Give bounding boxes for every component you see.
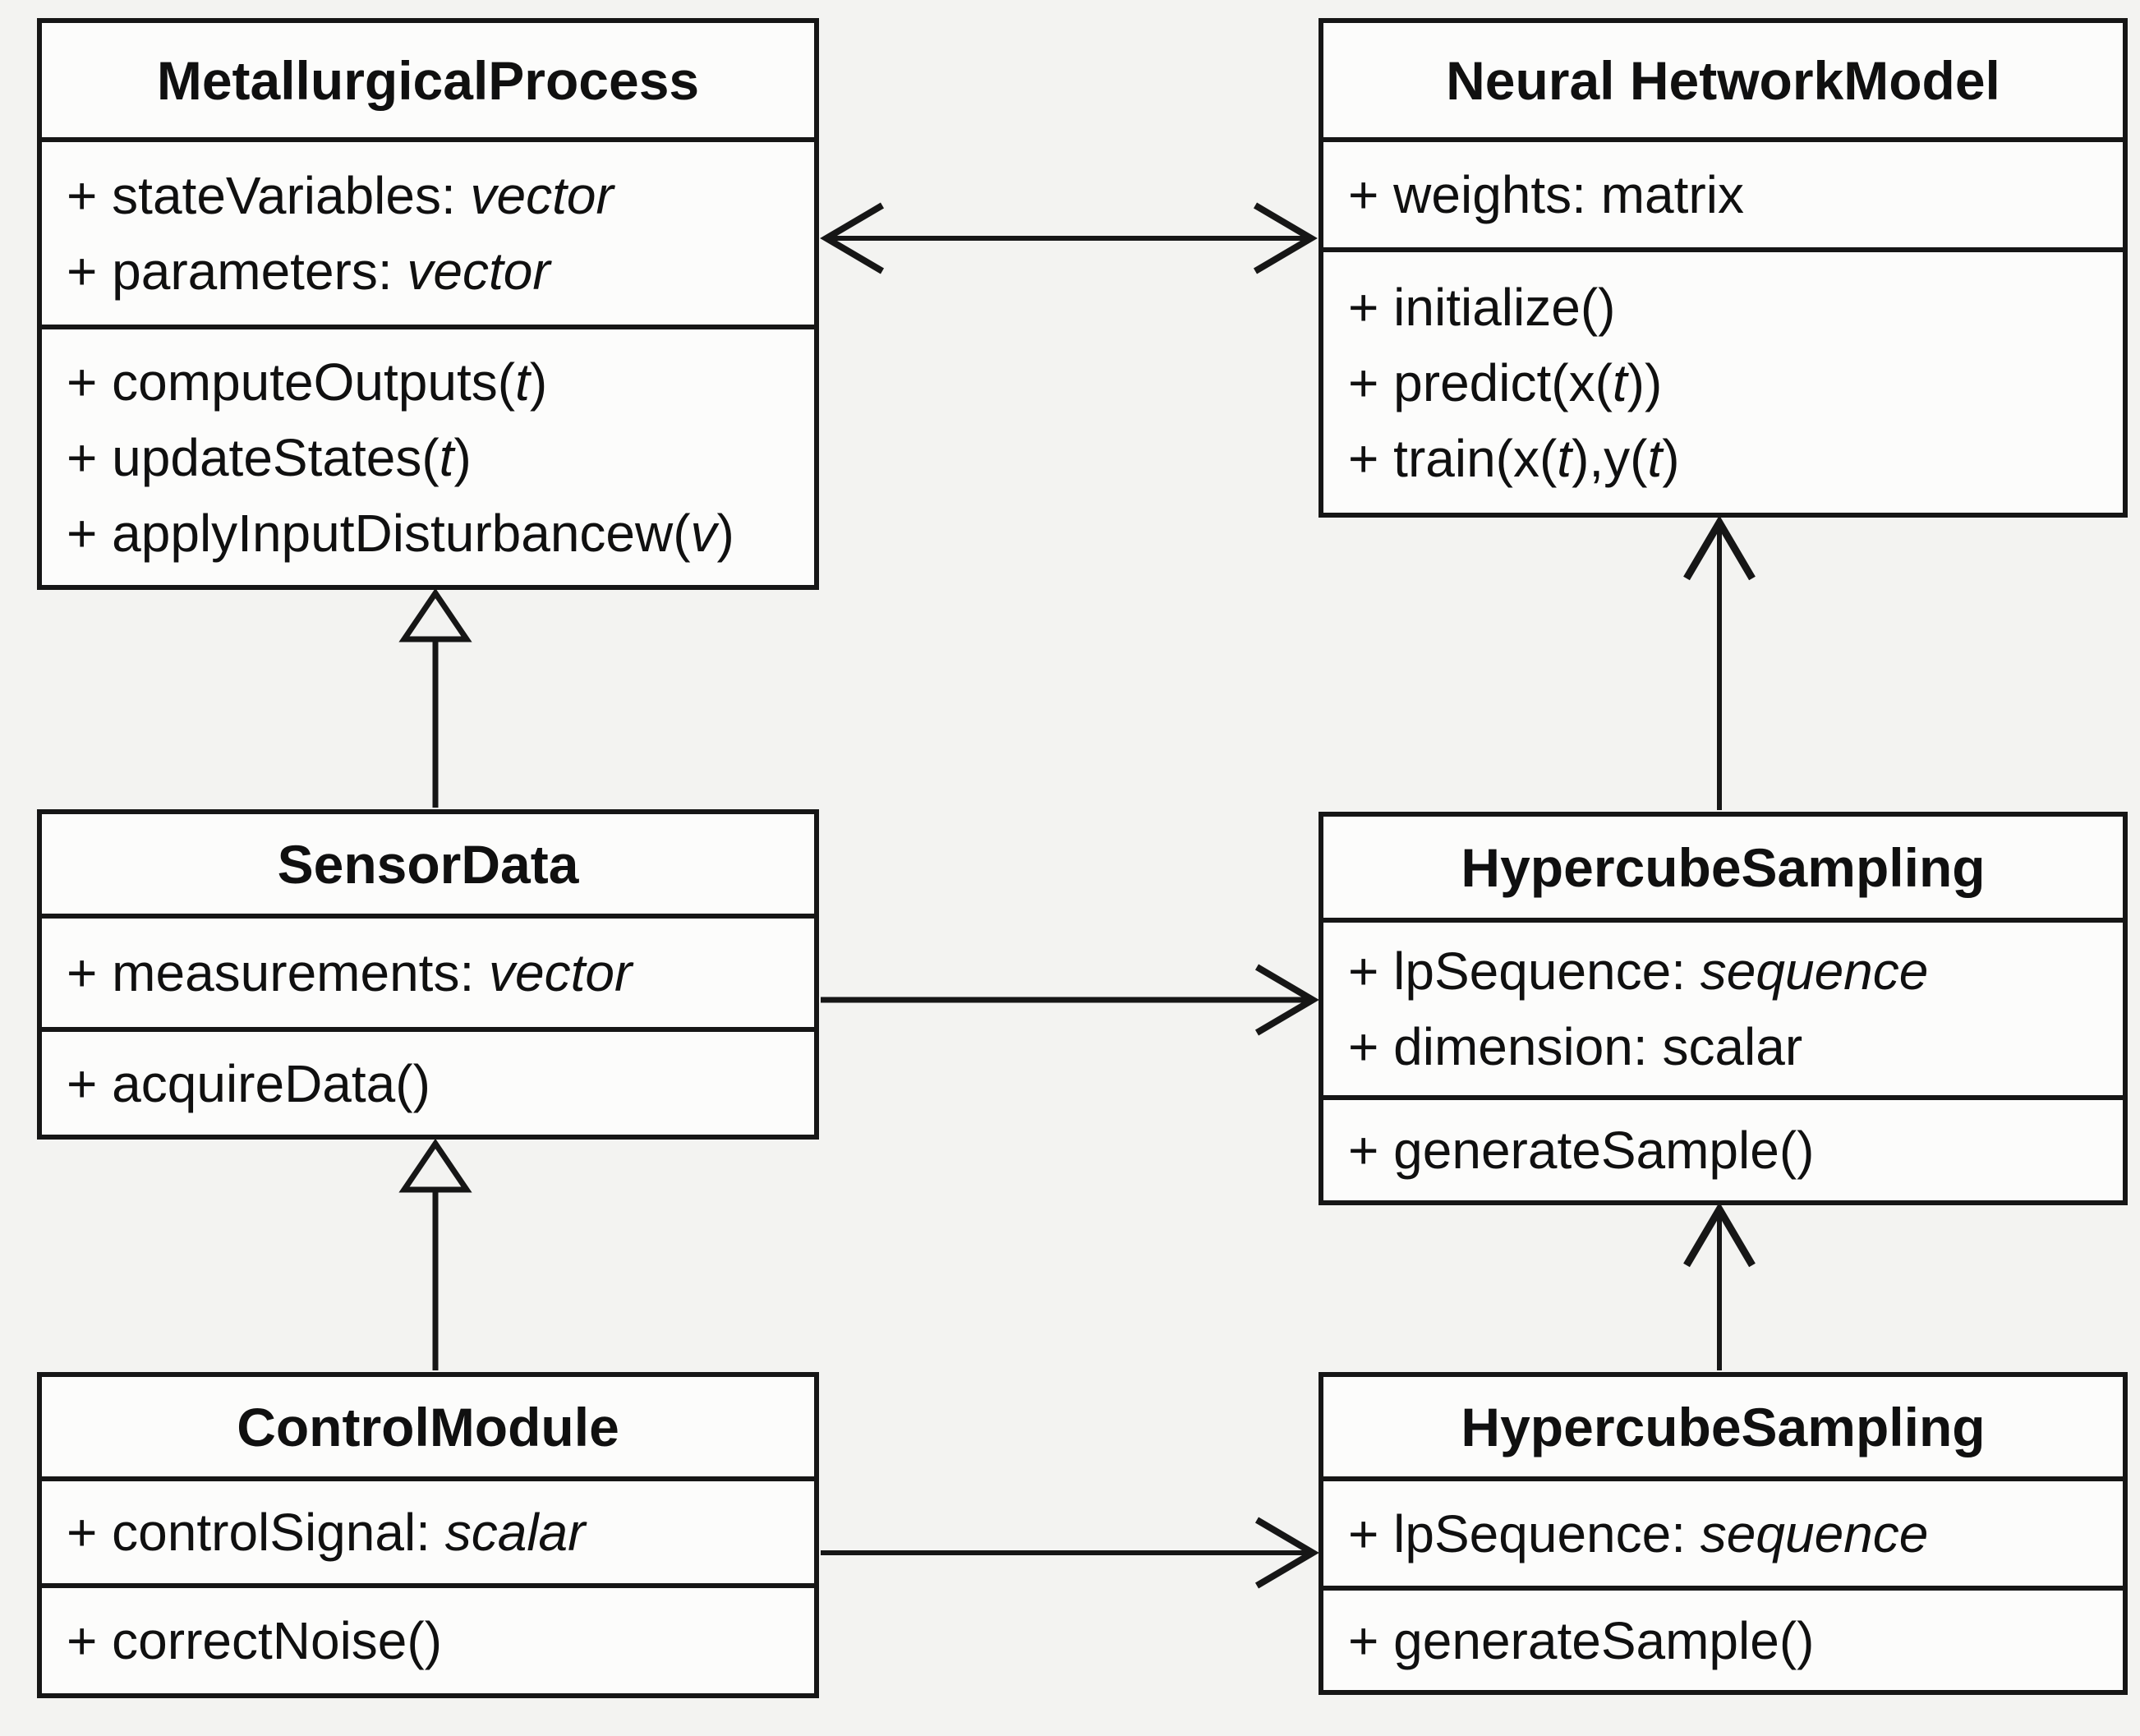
class-box-control-module: ControlModule + controlSignal: scalar + … (37, 1372, 819, 1698)
class-box-neural-network-model: Neural HetworkModel + weights: matrix + … (1319, 18, 2128, 518)
attributes-section: + controlSignal: scalar (42, 1476, 814, 1583)
method-line: + train(x(t),y(t) (1348, 428, 1680, 488)
attribute-line: + dimension: scalar (1348, 1017, 1803, 1076)
class-box-hypercube-sampling-middle: HypercubeSampling + lpSequence: sequence… (1319, 812, 2128, 1205)
association-arrow-sensordata-to-hypercubesampling (821, 964, 1319, 1036)
methods-section: + generateSample() (1323, 1095, 2123, 1200)
class-title-hypercube-sampling-bottom: HypercubeSampling (1461, 1396, 1986, 1457)
attributes-section: + weights: matrix (1323, 137, 2123, 247)
association-arrow-hypercubesampling-to-neuralnetworkmodel (1683, 515, 1756, 810)
generalization-arrow-controlmodule-to-sensordata (398, 1138, 472, 1370)
class-title-metallurgical-process: MetallurgicalProcess (156, 49, 700, 111)
methods-section: + acquireData() (42, 1027, 814, 1135)
class-box-metallurgical-process: MetallurgicalProcess + stateVariables: v… (37, 18, 819, 590)
class-box-sensor-data: SensorData + measurements: vector + acqu… (37, 809, 819, 1140)
methods-section: + initialize() + predict(x(t)) + train(x… (1323, 247, 2123, 513)
class-box-hypercube-sampling-bottom: HypercubeSampling + lpSequence: sequence… (1319, 1372, 2128, 1695)
attributes-section: + lpSequence: sequence + dimension: scal… (1323, 918, 2123, 1095)
attribute-line: + measurements: vector (67, 943, 633, 1002)
association-arrow-controlmodule-to-hypercubesampling-bottom (821, 1517, 1319, 1589)
attribute-line: + controlSignal: scalar (67, 1503, 586, 1562)
attributes-section: + stateVariables: vector + parameters: v… (42, 137, 814, 325)
attribute-line: + parameters: vector (67, 242, 550, 301)
methods-section: + generateSample() (1323, 1586, 2123, 1690)
method-line: + generateSample() (1348, 1121, 1815, 1180)
class-title-sensor-data: SensorData (277, 833, 579, 895)
methods-section: + computeOutputs(t) + updateStates(t) + … (42, 325, 814, 585)
methods-section: + correctNoise() (42, 1583, 814, 1693)
attribute-line: + lpSequence: sequence (1348, 1503, 1929, 1563)
generalization-arrow-sensordata-to-metallurgicalprocess (398, 587, 472, 808)
association-arrow-hypercubesampling-bottom-to-middle (1683, 1202, 1756, 1370)
bidirectional-association-arrow-metallurgicalprocess-neuralnetworkmodel (820, 202, 1318, 274)
attribute-line: + weights: matrix (1348, 165, 1744, 224)
method-line: + acquireData() (67, 1053, 430, 1113)
method-line: + correctNoise() (67, 1611, 442, 1670)
method-line: + updateStates(t) (67, 427, 472, 487)
class-title-neural-network-model: Neural HetworkModel (1446, 49, 2000, 111)
method-line: + computeOutputs(t) (67, 352, 548, 412)
attribute-line: + lpSequence: sequence (1348, 942, 1929, 1001)
class-title-control-module: ControlModule (237, 1396, 619, 1457)
method-line: + initialize() (1348, 277, 1616, 337)
method-line: + generateSample() (1348, 1610, 1815, 1670)
method-line: + predict(x(t)) (1348, 352, 1663, 412)
attribute-line: + stateVariables: vector (67, 166, 614, 225)
attributes-section: + lpSequence: sequence (1323, 1476, 2123, 1586)
class-title-hypercube-sampling: HypercubeSampling (1461, 836, 1986, 898)
method-line: + applyInputDisturbancew(v) (67, 503, 734, 563)
attributes-section: + measurements: vector (42, 914, 814, 1027)
